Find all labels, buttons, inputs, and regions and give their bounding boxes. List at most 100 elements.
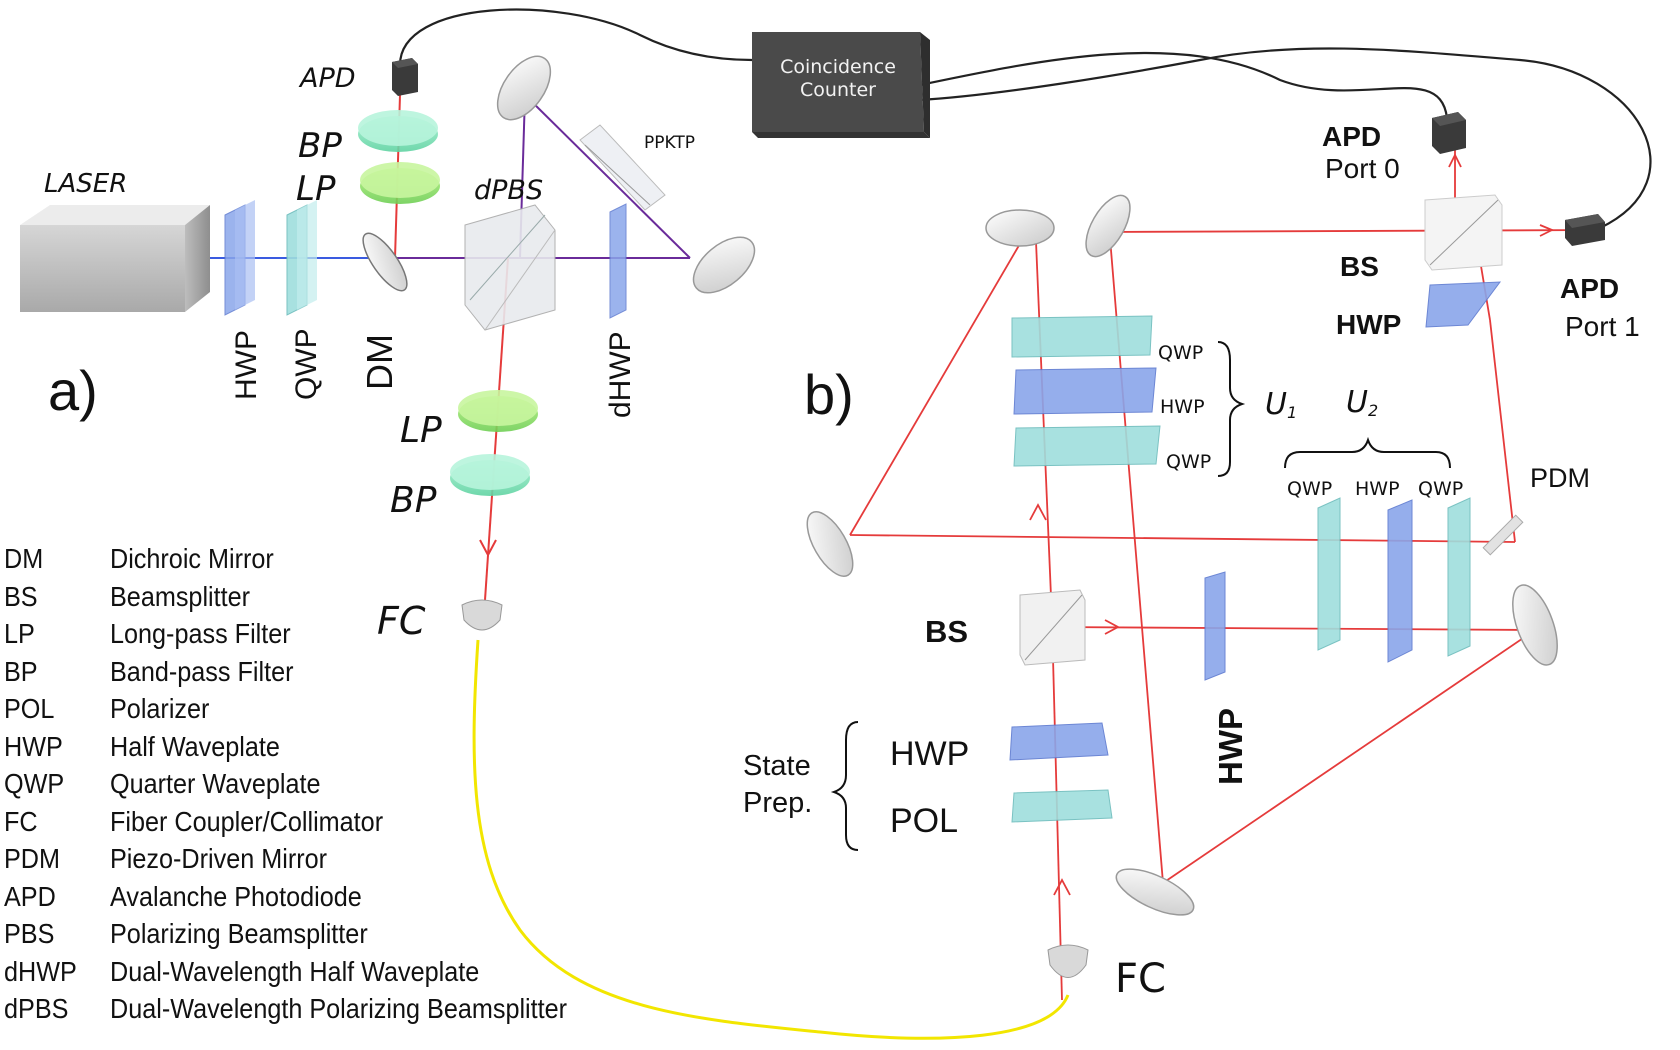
panel-a-lp-bottom-label: LP [400, 410, 442, 451]
cable-apd-a [398, 8, 753, 66]
legend-abbr: APD [4, 880, 56, 912]
panel-a-bp-top-label: BP [298, 126, 342, 166]
u1-qwp-plate-b [1013, 425, 1161, 467]
laser-unit [20, 205, 210, 312]
legend-abbr: dHWP [4, 955, 77, 987]
panel-b-label: b) [804, 363, 854, 426]
u2-subscript: 2 [1368, 401, 1378, 420]
legend-desc: Half Waveplate [110, 730, 280, 762]
apd-port0-device [1432, 112, 1466, 154]
legend-abbr: DM [4, 543, 44, 574]
lp-filter-top [360, 162, 440, 204]
state-prep-pol-label: POL [890, 802, 958, 840]
legend-abbr: HWP [4, 730, 63, 762]
counter-line2: Counter [800, 79, 876, 101]
apd-port1-label-2: Port 1 [1565, 311, 1640, 342]
legend-abbr: LP [4, 618, 35, 649]
legend-row: FC Fiber Coupler/Collimator [4, 803, 618, 841]
legend-desc: Dual-Wavelength Polarizing Beamsplitter [110, 993, 568, 1024]
u2-hwp-plate [1387, 499, 1413, 663]
panel-a-fiber-coupler [461, 599, 503, 631]
apd-port0-label-1: APD [1322, 121, 1381, 152]
legend-abbr: FC [4, 805, 38, 837]
panel-a-bp-bottom-label: BP [390, 480, 437, 521]
state-prep-label-2: Prep. [743, 787, 812, 819]
state-prep-label-1: State [743, 750, 811, 782]
u1-brace [1217, 341, 1246, 477]
panel-a-hwp-plate [224, 200, 255, 316]
panel-b-mirror-bottom [1115, 868, 1195, 916]
u1-hwp-plate [1013, 367, 1157, 415]
panel-a-apd [392, 58, 418, 96]
bp-filter-top [358, 110, 438, 152]
piezo-driven-mirror [1482, 514, 1524, 556]
panel-a-apd-label: APD [298, 63, 356, 94]
panel-a-dhwp-label: dHWP [604, 331, 637, 418]
output-beam-arrow [479, 539, 497, 558]
u2-brace [1284, 436, 1451, 469]
legend-desc: Fiber Coupler/Collimator [110, 805, 384, 837]
panel-a-qwp-plate [286, 200, 317, 316]
panel-a-fc-label: FC [377, 599, 426, 643]
legend-desc: Quarter Waveplate [110, 768, 321, 799]
panel-a-hwp-label: HWP [230, 330, 263, 400]
panel-b-hwp-vertical-plate [1204, 571, 1226, 681]
panel-b-mirror-right [1512, 584, 1558, 666]
u2-qwp-b-label: QWP [1418, 478, 1463, 500]
apd-port1-device [1565, 214, 1605, 246]
panel-b-hwp-vertical-label: HWP [1212, 708, 1249, 785]
panel-b-mirror-top-right [1085, 194, 1131, 258]
u2-label: U2 [1346, 385, 1378, 420]
legend-abbr: QWP [4, 768, 65, 799]
legend-abbr: PBS [4, 918, 55, 949]
ppktp-crystal [579, 124, 666, 211]
state-prep-brace [830, 721, 859, 851]
loop-beam-1 [524, 94, 691, 259]
legend-desc: Long-pass Filter [110, 618, 291, 649]
laser-label: LASER [44, 169, 127, 199]
cable-apd-port0 [919, 51, 1449, 119]
dichroic-mirror [362, 232, 408, 292]
panel-b-bs-mid-label: BS [925, 614, 968, 649]
loop-mirror-top [496, 55, 552, 121]
state-prep-pol-plate [1011, 789, 1113, 823]
legend-abbr: POL [4, 693, 55, 724]
bp-filter-bottom [450, 454, 530, 496]
panel-a-lp-top-label: LP [296, 169, 336, 209]
lp-filter-bottom [458, 390, 538, 432]
panel-b-bs-mid [1019, 589, 1086, 666]
legend-desc: Dichroic Mirror [110, 543, 274, 574]
u1-qwp-b-label: QWP [1166, 451, 1211, 473]
legend-desc: Beamsplitter [110, 580, 251, 612]
loop-mirror-right [692, 236, 756, 294]
legend-desc: Avalanche Photodiode [110, 880, 362, 912]
legend-row: HWP Half Waveplate [4, 728, 618, 766]
legend-desc: Piezo-Driven Mirror [110, 843, 328, 874]
legend-row: LP Long-pass Filter [4, 615, 618, 653]
panel-b-fc-label: FC [1115, 956, 1166, 1002]
u1-label: U1 [1265, 387, 1297, 422]
pdm-label: PDM [1530, 463, 1590, 493]
panel-b-beams [849, 145, 1601, 1001]
legend-row: dHWP Dual-Wavelength Half Waveplate [4, 953, 618, 991]
legend-desc: Band-pass Filter [110, 655, 294, 687]
u1-qwp-a-label: QWP [1158, 342, 1203, 364]
panel-a-qwp-label: QWP [290, 328, 323, 400]
u1-hwp-label: HWP [1160, 396, 1205, 418]
apd-cables [398, 8, 1652, 229]
u2-qwp-plate-a [1317, 497, 1341, 651]
panel-b-mirror-top-left [985, 209, 1055, 247]
legend-abbr: PDM [4, 843, 61, 874]
coincidence-counter: Coincidence Counter [752, 32, 930, 138]
panel-b-fiber-coupler [1047, 944, 1089, 978]
panel-b-hwp-top-label: HWP [1336, 309, 1401, 340]
u2-qwp-plate-b [1447, 497, 1471, 657]
legend-desc: Dual-Wavelength Half Waveplate [110, 955, 480, 987]
legend-row: APD Avalanche Photodiode [4, 878, 618, 916]
